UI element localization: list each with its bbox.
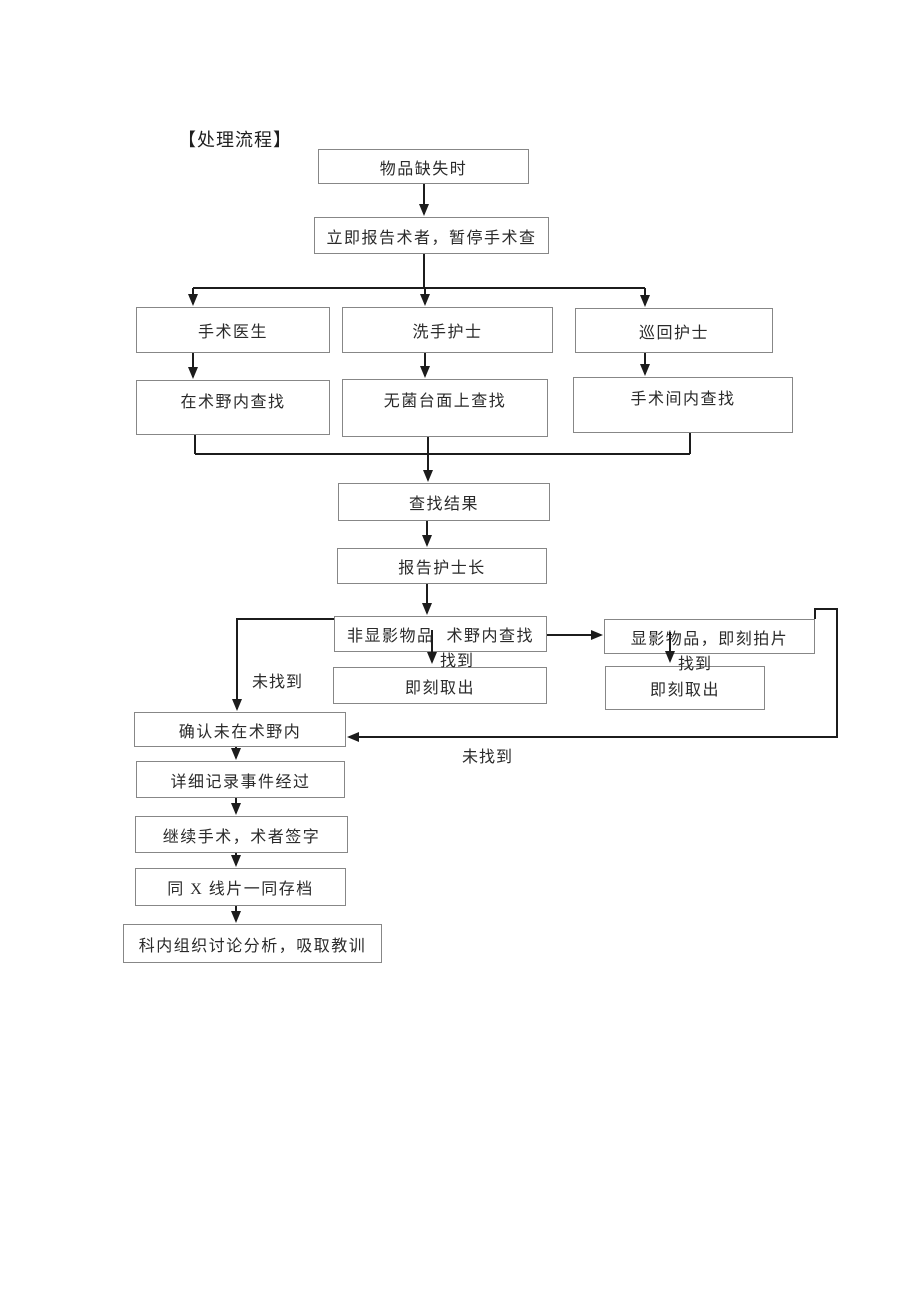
edge-label-not-found-right: 未找到 (462, 749, 514, 766)
node-surgeon: 手术医生 (136, 307, 330, 353)
node-search-sterile-table: 无菌台面上查找 (342, 379, 548, 437)
node-search-result: 查找结果 (338, 483, 550, 521)
node-report-surgeon: 立即报告术者，暂停手术查 (314, 217, 549, 254)
node-report-head-nurse: 报告护士长 (337, 548, 547, 584)
node-start: 物品缺失时 (318, 149, 529, 184)
node-radiopaque: 显影物品，即刻拍片 (604, 619, 815, 654)
node-continue-surgery: 继续手术，术者签字 (135, 816, 348, 853)
node-search-field: 在术野内查找 (136, 380, 330, 435)
node-search-room: 手术间内查找 (573, 377, 793, 433)
edge-label-found-right: 找到 (678, 656, 713, 673)
non-radiopaque-action-label: 术野内查找 (446, 628, 534, 645)
node-department-review: 科内组织讨论分析，吸取教训 (123, 924, 382, 963)
node-remove-left: 即刻取出 (333, 667, 547, 704)
node-archive-with-xray: 同 X 线片一同存档 (135, 868, 346, 906)
flowchart-title: 【处理流程】 (178, 130, 292, 150)
node-circulating-nurse: 巡回护士 (575, 308, 773, 353)
non-radiopaque-item-label: 非显影物品 (347, 628, 435, 645)
node-record-event: 详细记录事件经过 (136, 761, 345, 798)
edge-label-found-left: 找到 (440, 653, 475, 670)
node-confirm-not-in-field: 确认未在术野内 (134, 712, 346, 747)
edge-label-not-found-left: 未找到 (252, 674, 304, 691)
node-scrub-nurse: 洗手护士 (342, 307, 553, 353)
